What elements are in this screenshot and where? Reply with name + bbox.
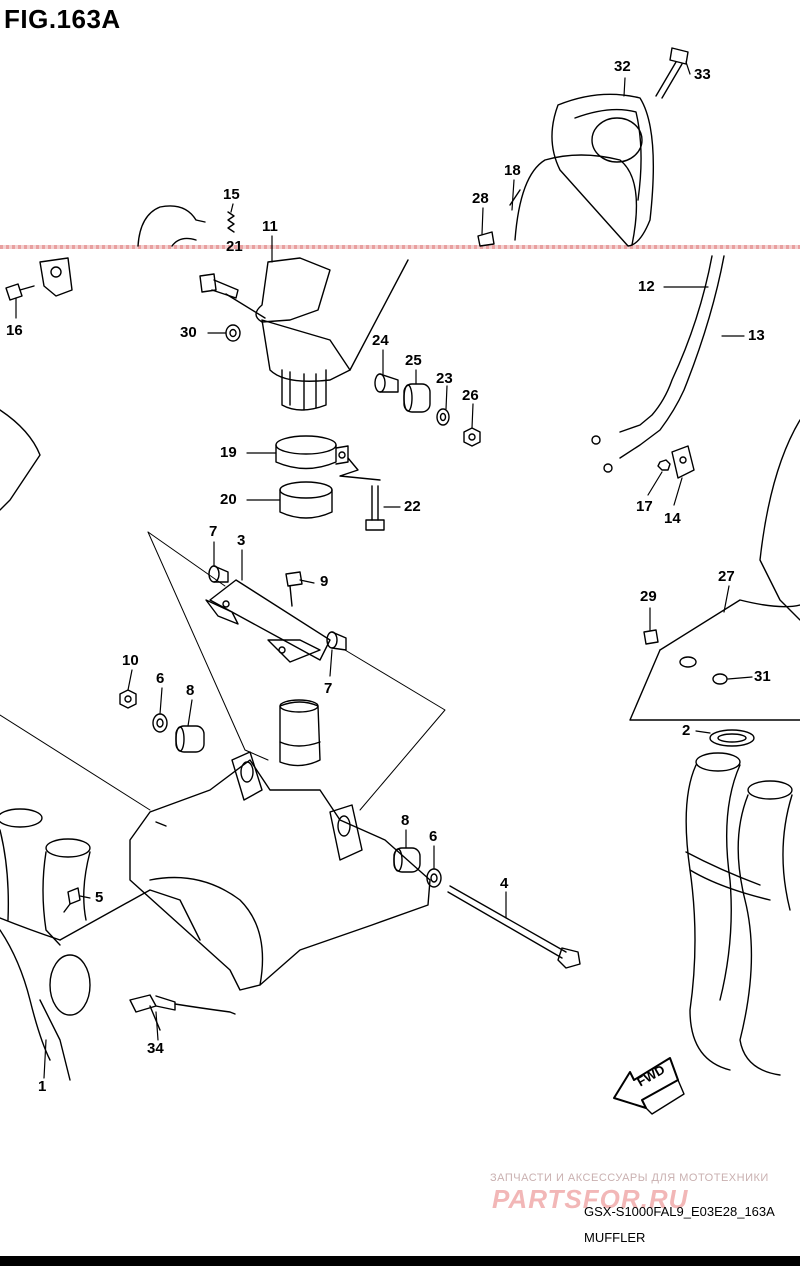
part-26-nut: [463, 427, 481, 447]
callout-10: 10: [122, 652, 139, 669]
part-14-bracket: [671, 445, 695, 479]
part-27-heat-shield: [629, 419, 800, 721]
callout-14: 14: [664, 510, 681, 527]
exhaust-pipes-right: [685, 752, 793, 1076]
part-31-nut: [712, 673, 728, 685]
part-7-collar-lower: [326, 631, 347, 651]
callout-34: 34: [147, 1040, 164, 1057]
figure-title: FIG.163A: [4, 4, 121, 34]
callout-9: 9: [320, 573, 329, 590]
callout-33: 33: [694, 66, 711, 83]
part-3-bracket: [205, 579, 331, 663]
part-30-nut: [225, 324, 241, 342]
callout-16: 16: [6, 322, 23, 339]
callout-leaders: [15, 61, 753, 1079]
part-4-long-bolt: [447, 885, 581, 969]
callout-12: 12: [638, 278, 655, 295]
part-16-bolt: [5, 257, 73, 301]
callout-2: 2: [682, 722, 691, 739]
callout-32: 32: [614, 58, 631, 75]
leader-lines: [0, 531, 446, 811]
callout-7-upper: 7: [209, 523, 218, 540]
part-32-cover: [551, 93, 655, 247]
callout-31: 31: [754, 668, 771, 685]
part-8-grommet-lower: [393, 847, 421, 873]
figure-name: MUFFLER: [584, 1230, 646, 1245]
callout-28: 28: [472, 190, 489, 207]
part-6-washer-upper: [152, 713, 168, 733]
callout-22: 22: [404, 498, 421, 515]
part-5-bolt: [63, 887, 81, 913]
callout-6-upper: 6: [156, 670, 165, 687]
part-12-13-cables: [591, 255, 725, 473]
part-9-bolt: [285, 571, 303, 607]
part-8-grommet-upper: [175, 725, 205, 753]
scan-divider: [0, 245, 800, 249]
watermark-logo: PARTSFOR.RU: [492, 1184, 689, 1214]
part-18-muffler-top: [509, 154, 638, 246]
part-20-gasket: [279, 481, 333, 519]
part-25-grommet: [403, 383, 431, 413]
callout-17: 17: [636, 498, 653, 515]
callout-6-lower: 6: [429, 828, 438, 845]
callout-8-lower: 8: [401, 812, 410, 829]
callout-11: 11: [262, 218, 278, 235]
callout-19: 19: [220, 444, 237, 461]
part-10-nut: [119, 689, 137, 709]
part-22-bolt: [365, 485, 385, 531]
callout-4: 4: [500, 875, 509, 892]
callout-20: 20: [220, 491, 237, 508]
callout-15: 15: [223, 186, 240, 203]
callout-30: 30: [180, 324, 197, 341]
part-29-bolt: [643, 629, 659, 645]
part-33-bolt: [655, 47, 689, 99]
figure-code: GSX-S1000FAL9_E03E28_163A: [584, 1204, 775, 1219]
callout-13: 13: [748, 327, 765, 344]
callout-24: 24: [372, 332, 389, 349]
part-19-clamp: [275, 435, 381, 481]
part-23-washer: [436, 408, 450, 426]
part-34-o2-sensor: [129, 994, 236, 1031]
left-heat-shield: [0, 409, 41, 511]
callout-5: 5: [95, 889, 104, 906]
bottom-bar: [0, 1256, 800, 1266]
exhaust-headers-left: [0, 808, 91, 946]
part-21-bolt: [199, 273, 239, 299]
callout-27: 27: [718, 568, 735, 585]
callout-3: 3: [237, 532, 246, 549]
callout-1: 1: [38, 1078, 47, 1095]
callout-8-upper: 8: [186, 682, 195, 699]
part-15-21-sensor-wire: [137, 205, 235, 247]
callout-18: 18: [504, 162, 521, 179]
callout-21: 21: [226, 238, 243, 255]
watermark-text: ЗАПЧАСТИ И АКСЕССУАРЫ ДЛЯ МОТОТЕХНИКИ: [490, 1172, 769, 1184]
callout-7-lower: 7: [324, 680, 333, 697]
part-2-gasket: [709, 729, 755, 747]
part-28-clip: [477, 231, 495, 247]
part-7-collar-upper: [208, 565, 229, 583]
callout-25: 25: [405, 352, 422, 369]
part-17-nut: [657, 459, 671, 471]
part-11-bracket: [225, 257, 409, 411]
part-24-collar: [374, 373, 399, 393]
callout-26: 26: [462, 387, 479, 404]
callout-23: 23: [436, 370, 453, 387]
part-1-muffler-chamber: [0, 699, 431, 1081]
fwd-arrow-icon: [613, 1057, 685, 1115]
callout-29: 29: [640, 588, 657, 605]
